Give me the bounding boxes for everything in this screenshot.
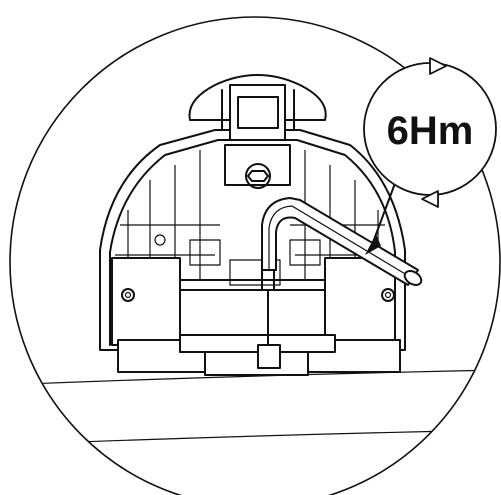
callout-label: 6Hm — [387, 109, 474, 153]
clamp-head — [188, 74, 327, 141]
rotation-arrows-icon — [421, 57, 447, 208]
clamp-body — [99, 129, 406, 351]
surface-line-top — [10, 369, 500, 386]
hex-key-icon — [261, 197, 423, 286]
